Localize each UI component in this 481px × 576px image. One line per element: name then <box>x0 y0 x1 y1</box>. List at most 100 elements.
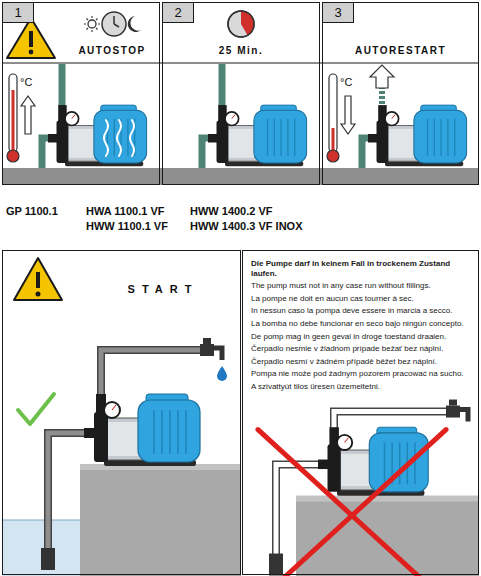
step-panel: AUTORESTART3 <box>322 2 479 185</box>
warning-text: La bomba no debe funcionar en seco bajo … <box>251 319 470 329</box>
thermometer <box>327 74 355 162</box>
thermometer <box>7 74 35 162</box>
day-night-clock-icon <box>84 16 100 32</box>
filled-pipe <box>101 350 206 396</box>
thermometer <box>7 150 19 162</box>
thermometer <box>327 150 339 162</box>
faucet <box>214 348 222 360</box>
unit-label: °C <box>20 76 32 88</box>
step-number: 1 <box>3 3 33 23</box>
warning-triangle <box>36 272 40 288</box>
day-night-clock-icon <box>87 19 89 21</box>
warning-text: Pompa nie może pod żadnym pozorem pracow… <box>251 369 470 379</box>
faucet <box>200 338 227 381</box>
filled-pipe <box>41 548 55 570</box>
wall-block <box>80 468 241 576</box>
day-night-clock-icon <box>91 16 92 18</box>
warning-text: Die Pumpe darf in keinem Fall in trocken… <box>251 259 470 278</box>
faucet <box>200 344 214 356</box>
pump <box>368 105 467 166</box>
step-panel: AUTOSTOP 1 <box>2 2 160 185</box>
model-label: HWW 1400.2 VF <box>190 205 273 217</box>
filled-pipe <box>48 433 86 552</box>
hose <box>219 64 226 106</box>
step-number-box: 2 <box>163 3 194 23</box>
faucet <box>203 338 211 344</box>
cross-mark <box>258 430 446 576</box>
warning-triangle <box>14 258 62 300</box>
water-tank <box>2 519 80 520</box>
faucet <box>446 406 460 418</box>
warning-triangle <box>29 31 33 47</box>
filled-pipe <box>101 350 206 396</box>
restart-arrow <box>370 65 394 88</box>
warning-text: The pump must not in any case run withou… <box>251 281 470 291</box>
cross-mark <box>258 430 446 576</box>
header-label: 25 Min. <box>167 45 315 56</box>
wall-block <box>296 496 479 502</box>
warning-text: A szivattyút tilos üresen üzemeltetni. <box>251 382 470 392</box>
day-night-clock-icon <box>102 12 126 36</box>
timer-icon <box>228 11 254 37</box>
day-night-clock-icon <box>113 16 115 24</box>
thermometer <box>12 90 15 152</box>
warning-text: De pomp mag in geen geval in droge toest… <box>251 332 470 342</box>
model-label: HWA 1100.1 VF <box>86 205 164 217</box>
warning-text: Čerpadlo nesmí v žádném případě běžet be… <box>251 357 470 367</box>
water-tank <box>2 520 80 576</box>
pump <box>48 105 147 166</box>
heat-waves <box>130 120 134 156</box>
dry-run-illustration <box>258 400 479 576</box>
day-night-clock-icon <box>88 20 96 28</box>
warning-text: Čerpadlo nesmie v žiadnom prípade bežať … <box>251 344 470 354</box>
wall-block <box>296 500 479 576</box>
thermometer <box>329 74 337 152</box>
check-mark <box>18 394 54 424</box>
cross-mark <box>258 430 446 576</box>
warning-panel: Die Pumpe darf in keinem Fall in trocken… <box>242 250 479 575</box>
model-label: GP 1100.1 <box>6 205 58 217</box>
hose <box>379 88 385 104</box>
step-panel: 25 Min. 2 <box>162 2 320 185</box>
day-night-clock-icon <box>87 28 89 30</box>
faucet <box>217 366 227 381</box>
pump <box>84 394 200 466</box>
heat-waves <box>117 120 121 156</box>
heat-waves <box>104 120 134 156</box>
header-label: AUTOSTOP <box>67 45 157 56</box>
step-number-box: 3 <box>323 3 354 23</box>
step-number: 3 <box>323 3 353 23</box>
empty-pipe <box>269 554 283 576</box>
filled-pipe <box>41 350 206 570</box>
faucet <box>446 400 468 422</box>
thermometer <box>341 96 355 134</box>
start-panel: START <box>2 250 241 575</box>
step-number-box: 1 <box>3 3 34 23</box>
thermometer <box>21 96 35 134</box>
thermometer <box>332 128 335 152</box>
day-night-clock-icon <box>91 30 92 32</box>
restart-arrow <box>370 65 394 88</box>
day-night-clock-icon <box>98 23 100 24</box>
header-label: START <box>93 283 233 295</box>
panel-divider <box>2 63 479 64</box>
faucet <box>460 410 468 422</box>
warning-triangle <box>7 18 55 58</box>
floor <box>2 168 479 185</box>
panel-divider <box>2 63 479 64</box>
faucet <box>449 400 457 406</box>
warning-triangle <box>29 50 34 55</box>
day-night-clock-icon <box>84 23 86 24</box>
day-night-clock-icon <box>96 28 98 30</box>
timer-icon <box>228 11 254 37</box>
warning-text: In nessun caso la pompa deve essere in m… <box>251 306 470 316</box>
day-night-clock-icon <box>96 19 98 21</box>
model-label: HWW 1100.1 VF <box>86 220 168 232</box>
day-night-clock-icon <box>114 24 119 27</box>
filled-pipe <box>48 433 86 552</box>
wall-block <box>80 464 241 576</box>
day-night-clock-icon <box>84 12 141 36</box>
unit-label: °C <box>340 76 352 88</box>
thermometer <box>9 74 17 152</box>
